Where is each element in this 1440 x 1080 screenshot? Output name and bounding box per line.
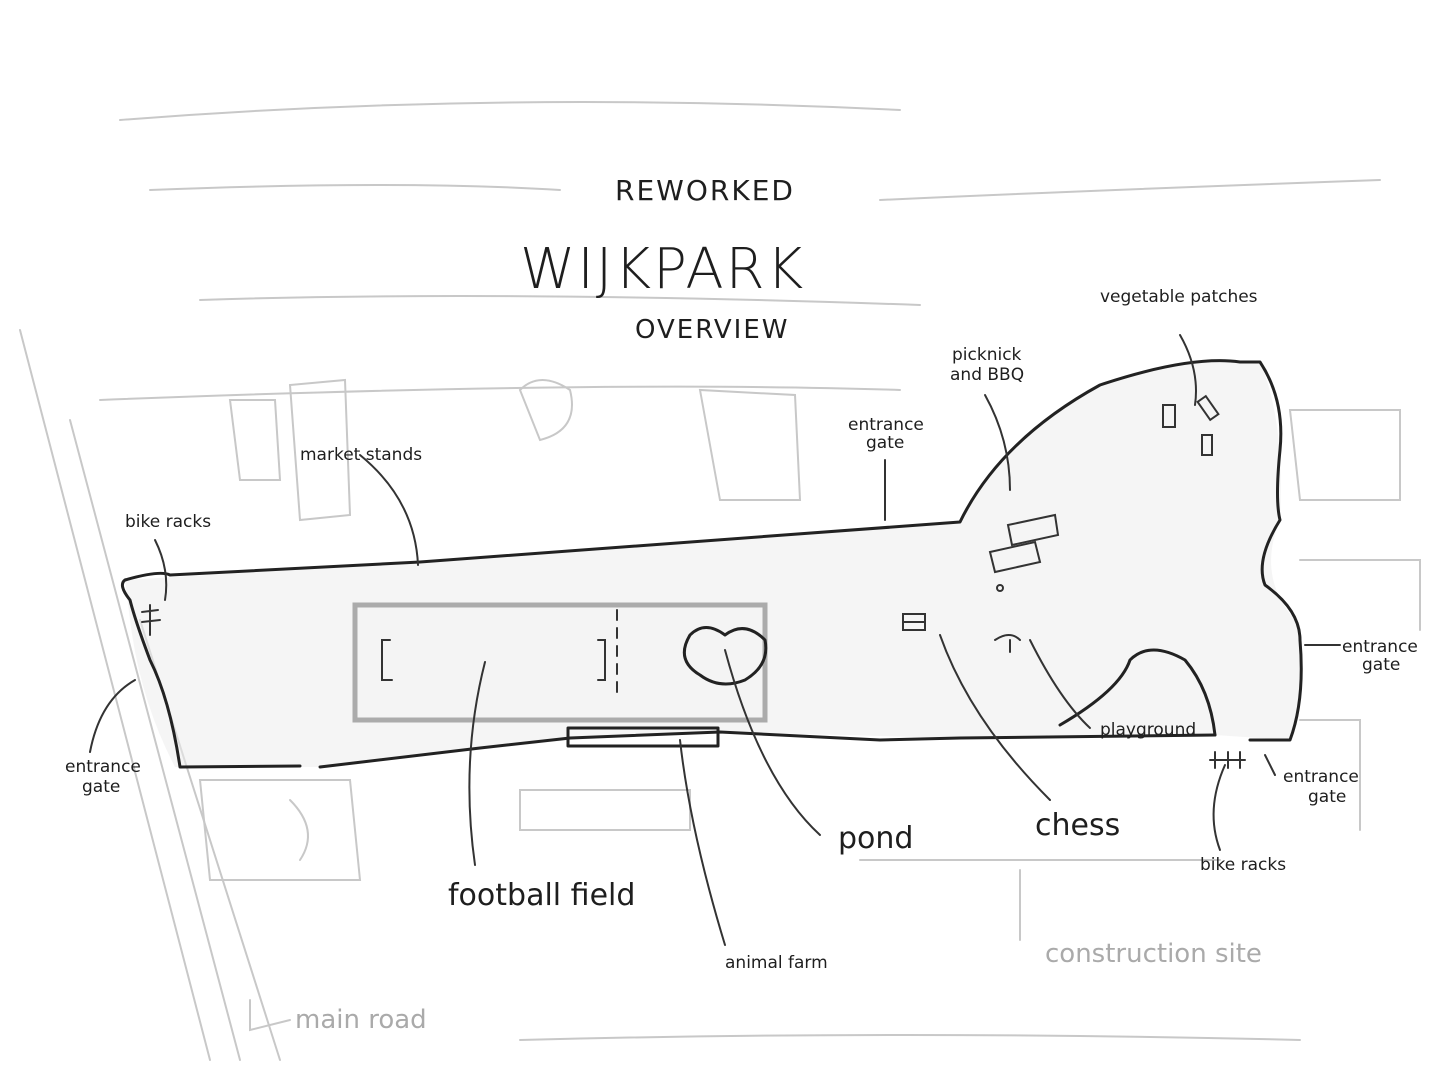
label-football-field: football field — [448, 878, 635, 913]
label-entrance-gate-br-1: entrance — [1283, 767, 1359, 787]
title-reworked: REWORKED — [615, 174, 795, 207]
label-entrance-gate-br-2: gate — [1308, 787, 1346, 807]
bike-rack-right — [1209, 751, 1246, 769]
label-entrance-gate-top-1: entrance — [848, 415, 924, 435]
label-bike-racks-left: bike racks — [125, 512, 211, 532]
label-main-road: main road — [295, 1005, 427, 1035]
label-entrance-gate-left-1: entrance — [65, 757, 141, 777]
label-market-stands: market stands — [300, 445, 422, 465]
label-vegetable-patches: vegetable patches — [1100, 287, 1258, 307]
bike-rack-left — [141, 604, 161, 636]
label-picnic-1: picknick — [952, 345, 1022, 365]
background-surroundings — [19, 101, 1421, 1061]
pond — [682, 626, 768, 686]
label-leader-lines — [89, 334, 1341, 946]
label-entrance-gate-right-1: entrance — [1342, 637, 1418, 657]
animal-farm — [566, 726, 720, 748]
label-bike-racks-right: bike racks — [1200, 855, 1286, 875]
label-picnic-2: and BBQ — [950, 365, 1024, 385]
label-construction-site: construction site — [1045, 939, 1262, 969]
chess-tables — [902, 613, 926, 631]
label-playground: playground — [1100, 720, 1196, 740]
label-pond: pond — [838, 821, 913, 856]
title-wijkpark: WIJKPARK — [520, 237, 805, 302]
label-chess: chess — [1035, 808, 1120, 843]
picnic-tables — [988, 513, 1060, 592]
label-entrance-gate-left-2: gate — [82, 777, 120, 797]
football-field — [352, 602, 768, 723]
inner-path — [1058, 648, 1217, 737]
playground-equipment — [994, 634, 1021, 653]
label-entrance-gate-right-2: gate — [1362, 655, 1400, 675]
label-animal-farm: animal farm — [725, 953, 828, 973]
title-overview: OVERVIEW — [635, 315, 789, 345]
label-entrance-gate-top-2: gate — [866, 433, 904, 453]
park-boundary — [120, 359, 1303, 769]
vegetable-patches — [1162, 394, 1220, 456]
